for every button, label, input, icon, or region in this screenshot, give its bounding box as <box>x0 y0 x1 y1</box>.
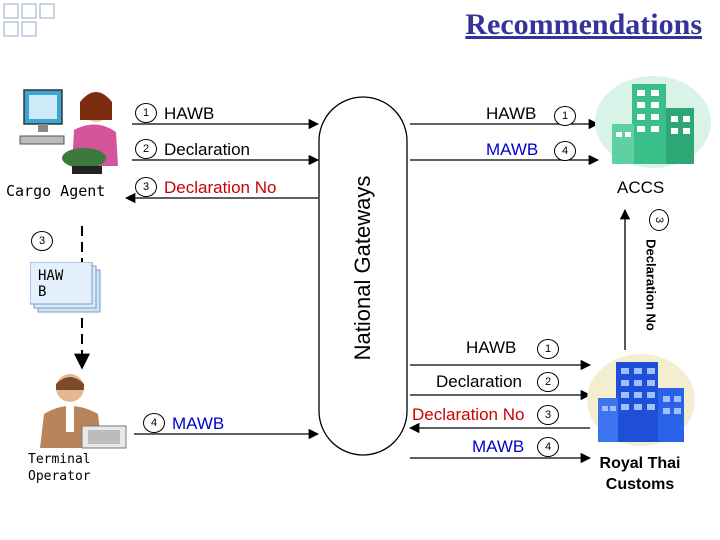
customs-line-1: Royal Thai <box>599 455 681 472</box>
agent-declaration-no-label: Declaration No <box>164 178 277 197</box>
badge-agent-2: 2 <box>135 139 157 159</box>
customs-mawb-label: MAWB <box>472 437 525 456</box>
customs-building-icon <box>587 354 695 446</box>
badge-customs-2: 2 <box>537 372 559 392</box>
accs-hawb-label: HAWB <box>486 104 537 123</box>
decorative-squares <box>3 3 55 37</box>
badge-agent-3: 3 <box>135 177 157 197</box>
agent-declaration-label: Declaration <box>164 140 250 159</box>
badge-agent-1: 1 <box>135 103 157 123</box>
hawb-document-label: HAW B <box>38 268 63 300</box>
accs-mawb-label: MAWB <box>486 140 539 159</box>
cargo-agent-illustration <box>19 89 118 174</box>
customs-declaration-label: Declaration <box>436 372 522 391</box>
badge-agent-vertical-3: 3 <box>31 231 53 251</box>
customs-label: Royal Thai Customs <box>590 453 690 495</box>
accs-building-icon <box>595 76 711 168</box>
badge-customs-3: 3 <box>537 405 559 425</box>
badge-customs-1: 1 <box>537 339 559 359</box>
hawb-document-icon <box>30 262 101 313</box>
customs-hawb-label: HAWB <box>466 338 517 357</box>
badge-operator-4: 4 <box>143 413 165 433</box>
hawb-doc-line-2: B <box>38 284 47 300</box>
terminal-operator-label: Terminal Operator <box>28 451 91 485</box>
terminal-operator-illustration <box>40 374 127 449</box>
terminal-operator-line-2: Operator <box>28 469 91 484</box>
customs-line-2: Customs <box>605 476 675 493</box>
customs-declaration-no-label: Declaration No <box>412 405 525 424</box>
badge-accs-1: 1 <box>554 106 576 126</box>
badge-accs-4: 4 <box>554 141 576 161</box>
agent-hawb-label: HAWB <box>164 104 215 123</box>
gateway-label: National Gateways <box>350 175 375 361</box>
operator-mawb-label: MAWB <box>172 414 225 433</box>
gateway-shape <box>318 96 408 456</box>
badge-customs-4: 4 <box>537 437 559 457</box>
badge-accs-vertical-3: 3 <box>649 209 669 231</box>
accs-label: ACCS <box>617 178 665 197</box>
terminal-operator-line-1: Terminal <box>28 452 91 467</box>
hawb-doc-line-1: HAW <box>38 268 64 284</box>
accs-vertical-declaration-no-label: Declaration No <box>643 239 659 331</box>
page-title: Recommendations <box>465 8 702 41</box>
cargo-agent-label: Cargo Agent <box>6 182 106 200</box>
